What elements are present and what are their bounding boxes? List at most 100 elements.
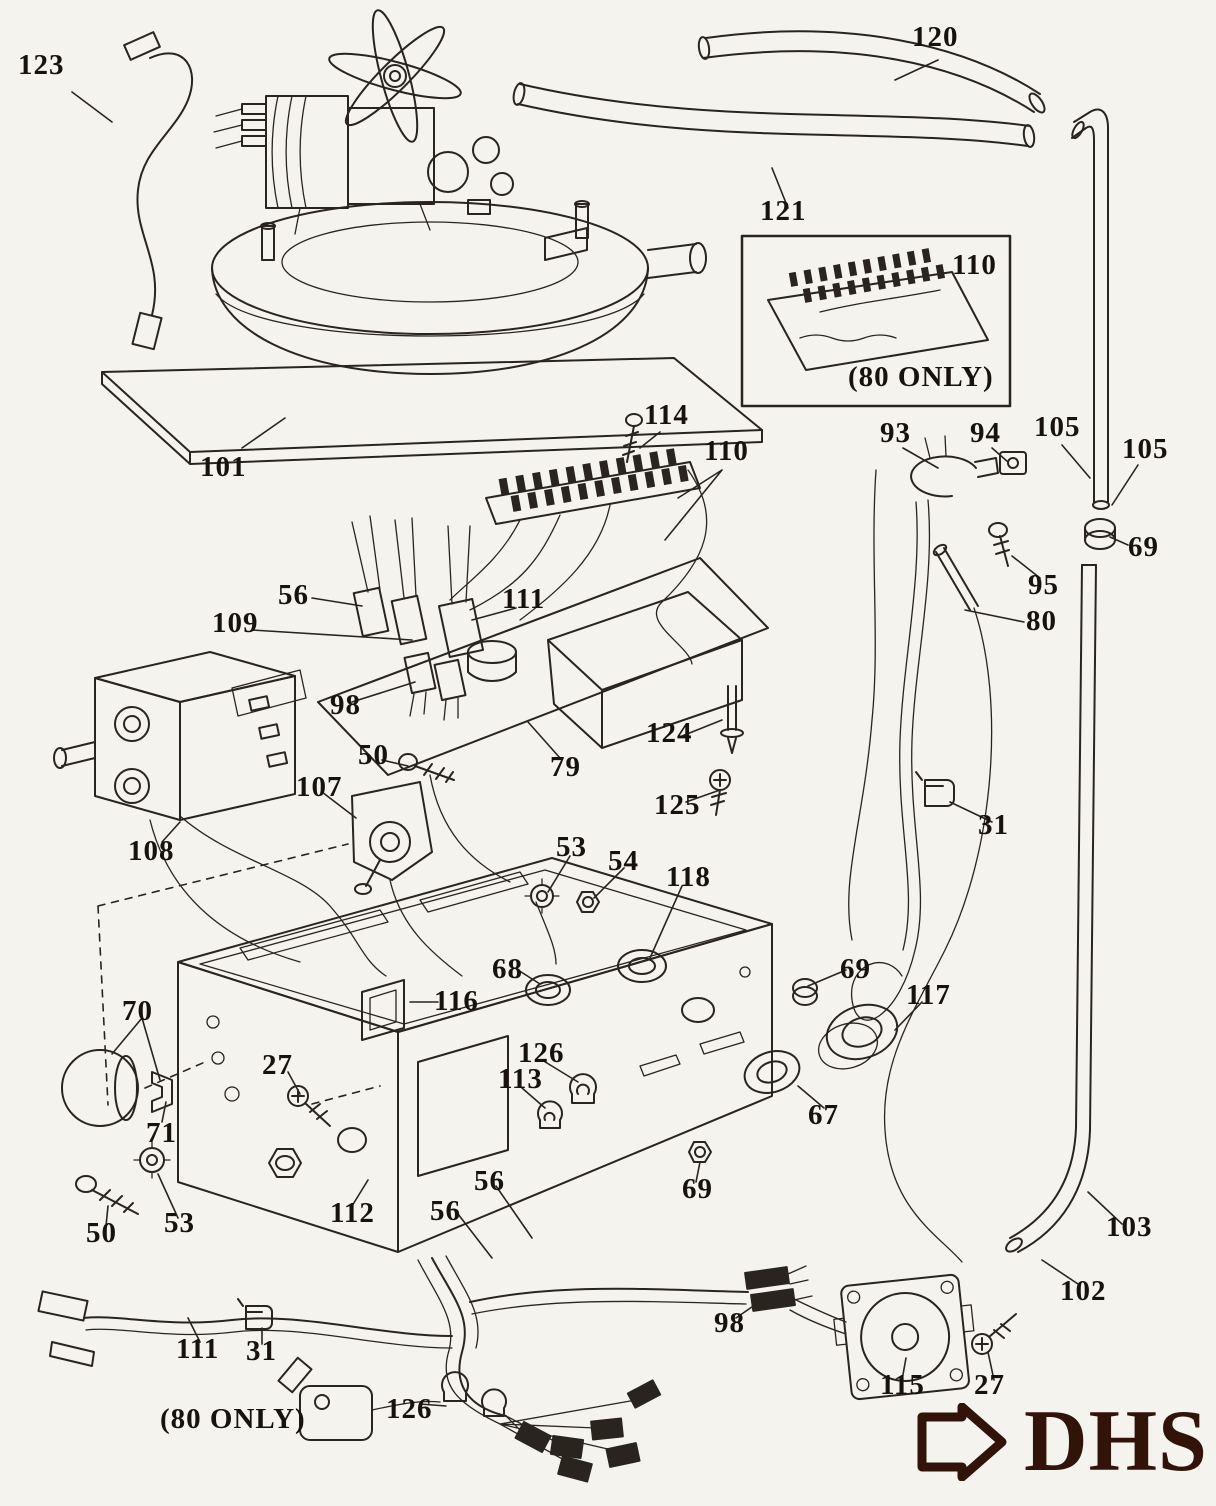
bracket-94-art (999, 451, 1027, 475)
timer-wires-art (787, 1295, 847, 1335)
part-label-126: 126 (518, 1037, 565, 1069)
tube-121-art (512, 82, 1036, 148)
part-label-70: 70 (122, 995, 153, 1027)
part-label-54: 54 (608, 845, 639, 877)
part-label-71: 71 (146, 1117, 177, 1149)
part-label-98: 98 (714, 1307, 745, 1339)
part-label-126: 126 (386, 1393, 433, 1425)
nut-69-right-art (1084, 518, 1116, 550)
part-label-111: 111 (502, 583, 546, 615)
washer-53-top-art (524, 878, 560, 914)
leader-lines (71, 59, 1139, 1407)
part-label-31: 31 (978, 809, 1009, 841)
part-label-50: 50 (86, 1217, 117, 1249)
nut-112-art (268, 1148, 302, 1178)
part-label-95: 95 (1028, 569, 1059, 601)
part-label-113: 113 (498, 1063, 543, 1095)
fan-motor-art (213, 9, 514, 235)
harness-art (37, 1255, 813, 1483)
part-label-31: 31 (246, 1335, 277, 1367)
part-label-117: 117 (906, 979, 951, 1011)
screw-50-top-art (398, 753, 455, 783)
part-label-102: 102 (1060, 1275, 1107, 1307)
part-label-68: 68 (492, 953, 523, 985)
pin-124-art (720, 685, 744, 754)
ring-nut-117-art (818, 1003, 899, 1070)
part-label-56: 56 (278, 579, 309, 611)
inset-80-only-art (740, 234, 1012, 408)
part-label-120: 120 (912, 21, 959, 53)
part-label-101: 101 (200, 451, 247, 483)
part-label-80-only: (80 ONLY) (160, 1403, 306, 1435)
part-label-111: 111 (176, 1333, 220, 1365)
blower-housing-art (211, 200, 707, 375)
timer-115-art (833, 1273, 975, 1401)
tube-120-art (697, 30, 1046, 114)
part-label-121: 121 (760, 195, 807, 227)
part-label-123: 123 (18, 49, 65, 81)
part-label-56: 56 (474, 1165, 505, 1197)
screw-27-bottom-art (971, 1313, 1017, 1355)
capillary-wires-art (848, 469, 931, 1021)
part-label-93: 93 (880, 417, 911, 449)
control-panel-board-art (317, 447, 769, 883)
screw-27-left-art (287, 1085, 331, 1127)
part-label-105: 105 (1034, 411, 1081, 443)
part-label-80: 80 (1026, 605, 1057, 637)
part-label-109: 109 (212, 607, 259, 639)
part-label-27: 27 (974, 1369, 1005, 1401)
wire-123-art (123, 31, 193, 351)
clip-71-art (151, 1071, 173, 1113)
part-label-80-only: (80 ONLY) (848, 361, 994, 393)
part-label-112: 112 (330, 1197, 375, 1229)
clip-31-right-art (915, 771, 955, 807)
bracket-107-art (351, 781, 463, 977)
tube-103-102-art (1005, 564, 1097, 1253)
part-label-98: 98 (330, 689, 361, 721)
arrow-right-icon (917, 1403, 1007, 1481)
part-label-110: 110 (952, 249, 997, 281)
knob-70-art (61, 1049, 139, 1127)
clip-126-mid-art (569, 1073, 597, 1104)
nut-69-bottom-art (688, 1141, 712, 1163)
part-label-116: 116 (434, 985, 479, 1017)
clamp-93-art (910, 435, 999, 498)
tube-105-art (1071, 108, 1110, 510)
logo-text: DHS (1024, 1393, 1208, 1490)
nut-54-art (576, 891, 600, 913)
screw-50-bottom-art (75, 1175, 139, 1215)
part-label-50: 50 (358, 739, 389, 771)
part-label-56: 56 (430, 1195, 461, 1227)
nut-67-art (743, 1050, 801, 1094)
part-label-67: 67 (808, 1099, 839, 1131)
part-label-105: 105 (1122, 433, 1169, 465)
chassis-box-art (97, 843, 773, 1253)
screw-114-art (622, 413, 643, 463)
part-label-69: 69 (1128, 531, 1159, 563)
base-plate-art (101, 357, 763, 465)
part-label-110: 110 (704, 435, 749, 467)
clip-113-art (537, 1100, 563, 1129)
part-label-79: 79 (550, 751, 581, 783)
part-label-27: 27 (262, 1049, 293, 1081)
part-label-53: 53 (164, 1207, 195, 1239)
part-label-69: 69 (840, 953, 871, 985)
dhs-logo: DHS (916, 1398, 1208, 1486)
part-label-53: 53 (556, 831, 587, 863)
washer-53-bottom-art (133, 1141, 171, 1179)
part-label-107: 107 (296, 771, 343, 803)
screw-95-art (988, 522, 1010, 567)
part-label-114: 114 (644, 399, 689, 431)
part-label-124: 124 (646, 717, 693, 749)
part-label-94: 94 (970, 417, 1001, 449)
part-label-103: 103 (1106, 1211, 1153, 1243)
part-label-69: 69 (682, 1173, 713, 1205)
part-label-118: 118 (666, 861, 711, 893)
probe-80-art (883, 543, 993, 1263)
screw-125-art (709, 769, 731, 816)
part-label-115: 115 (880, 1369, 925, 1401)
nut-69-mid-art (792, 978, 818, 1006)
